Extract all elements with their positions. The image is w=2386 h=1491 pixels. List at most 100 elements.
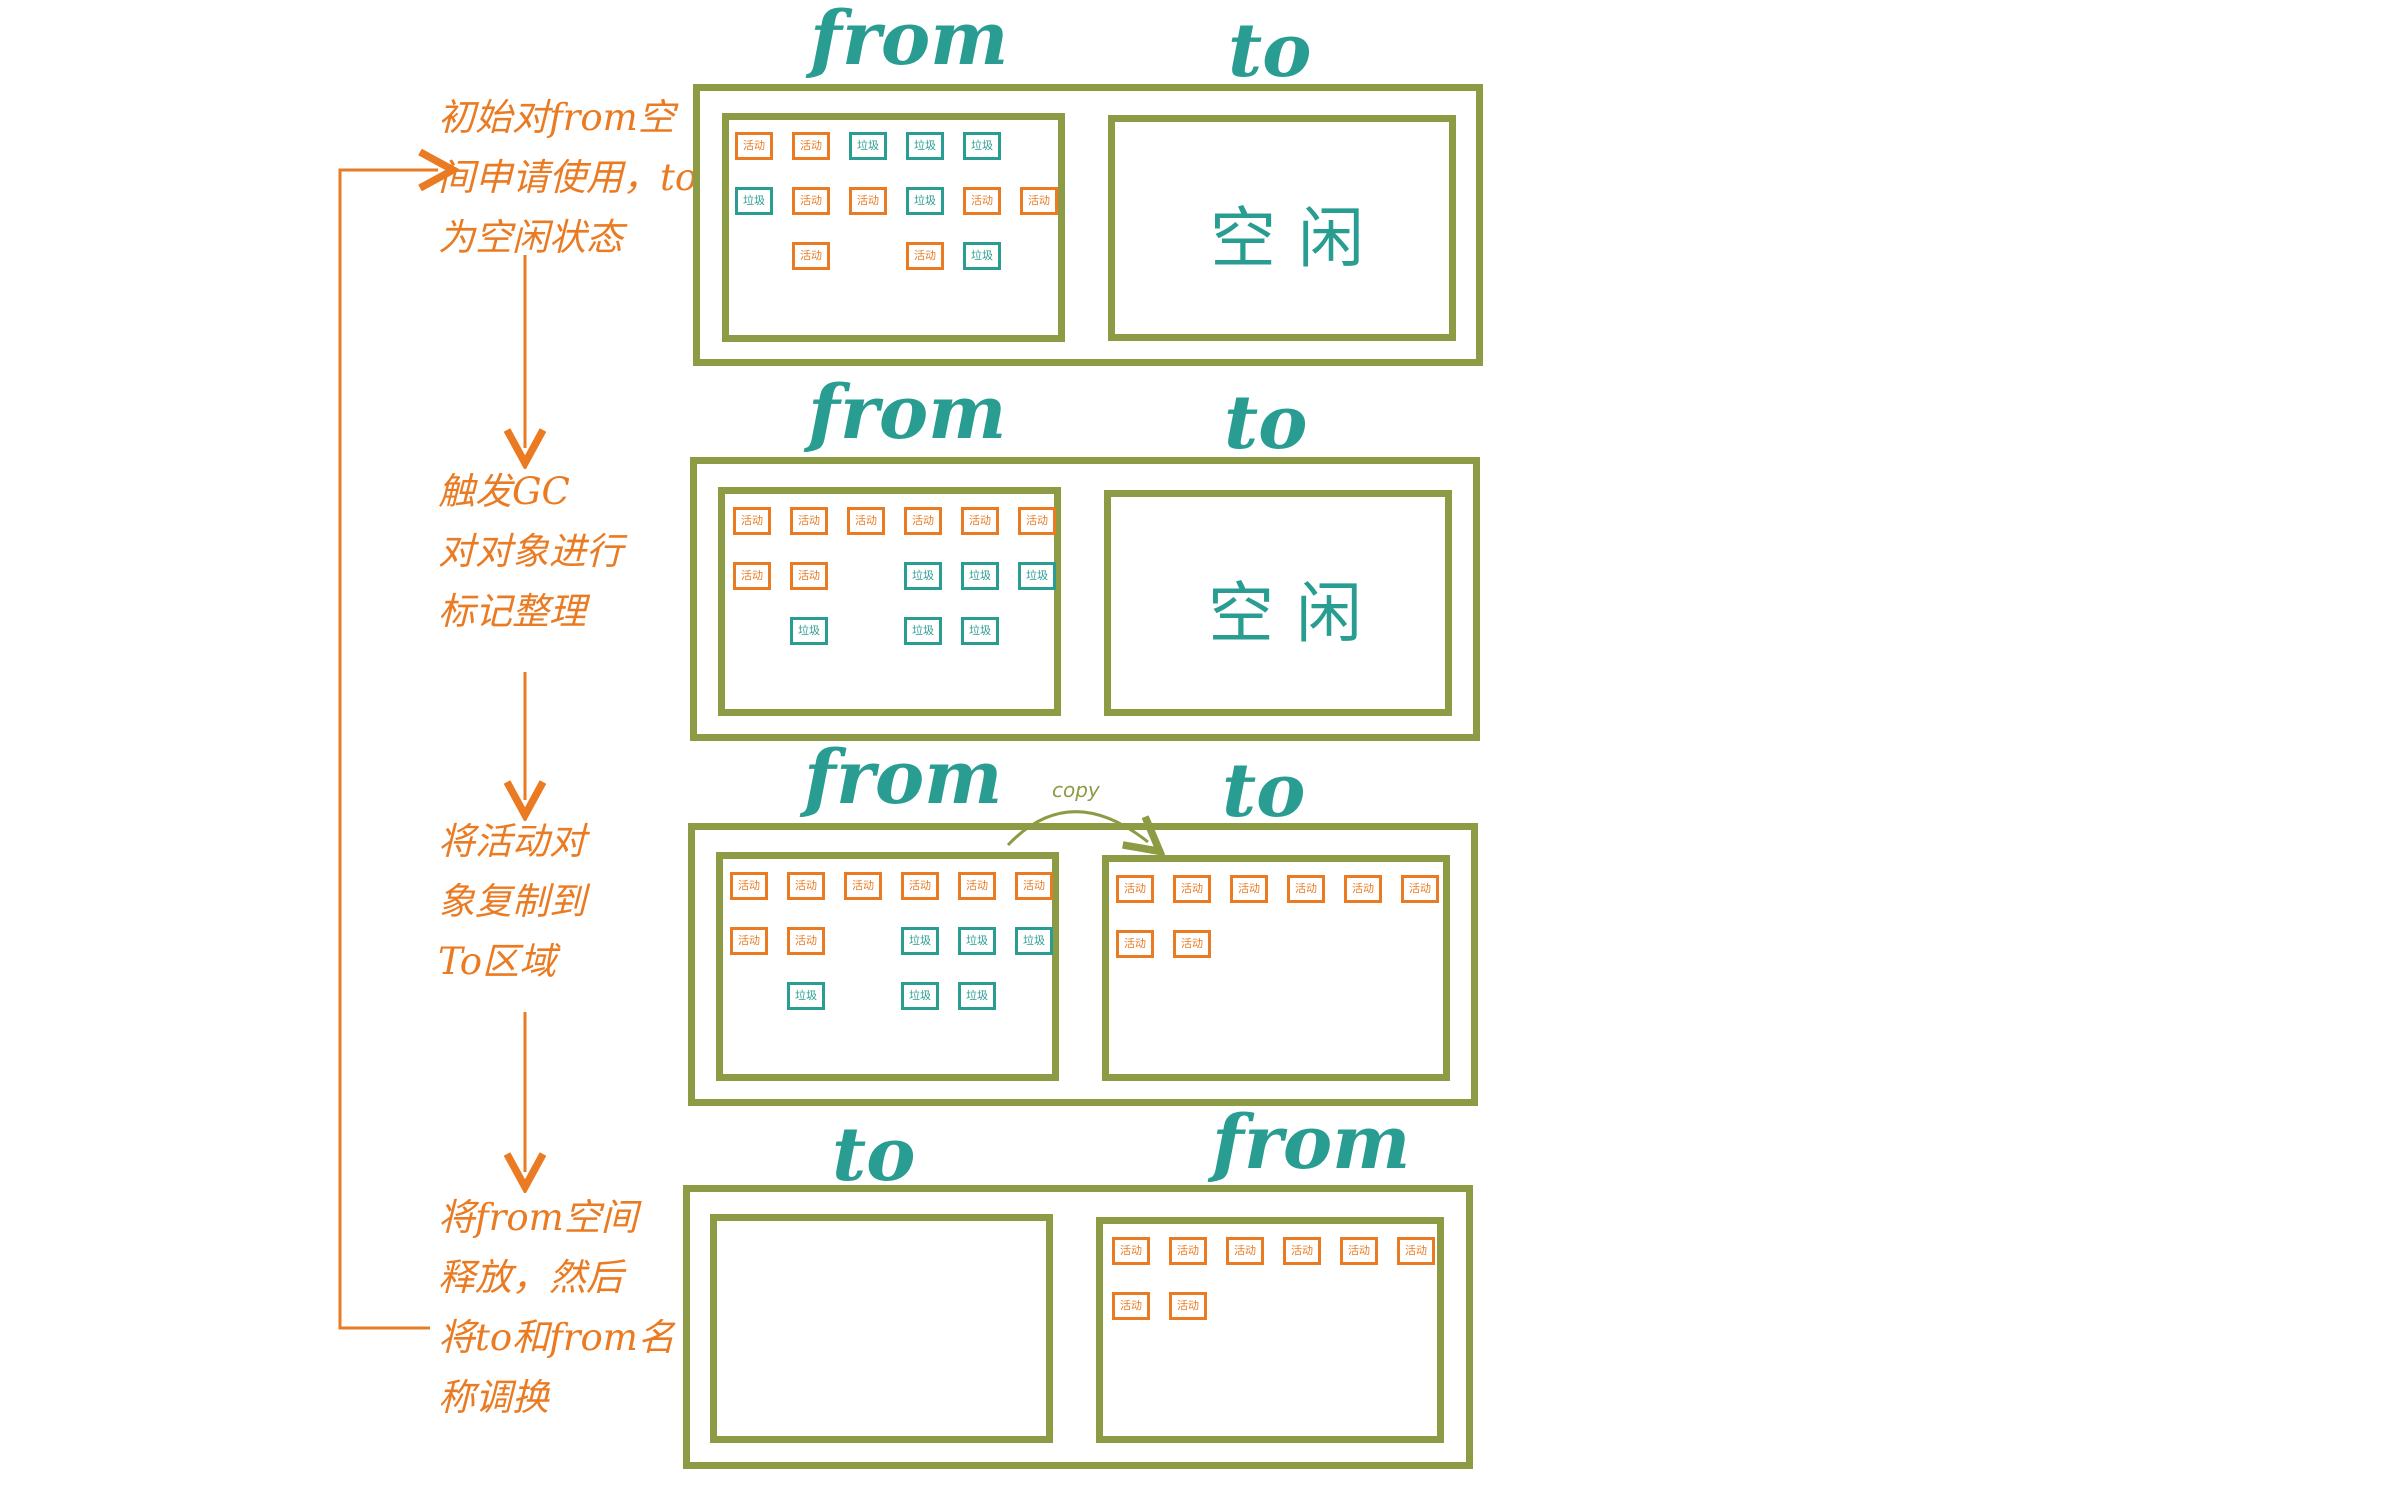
stage-1-left-garbage-object: 垃圾 xyxy=(735,187,773,215)
stage-3-right-live-object: 活动 xyxy=(1116,930,1154,958)
stage-1-left-live-object: 活动 xyxy=(735,132,773,160)
stage-3-left-live-object: 活动 xyxy=(1015,872,1053,900)
stage-1-left-live-object: 活动 xyxy=(849,187,887,215)
stage-1-left-live-object: 活动 xyxy=(963,187,1001,215)
step-2-line-3: 标记整理 xyxy=(438,590,586,633)
stage-3-left-live-object: 活动 xyxy=(730,872,768,900)
stage-3-right-space xyxy=(1102,855,1450,1081)
stage-4-left-label: to xyxy=(832,1112,916,1198)
stage-3-left-live-object: 活动 xyxy=(787,872,825,900)
step-1-line-1: 初始对from空 xyxy=(438,96,675,139)
step-3-line-2: 象复制到 xyxy=(438,880,586,923)
step-4-line-2: 释放，然后 xyxy=(438,1256,623,1299)
stage-4-right-live-object: 活动 xyxy=(1397,1237,1435,1265)
stage-3-right-live-object: 活动 xyxy=(1173,875,1211,903)
step-4-text: 将from空间 释放，然后 将to和from名 称调换 xyxy=(438,1188,675,1428)
step-4-line-4: 称调换 xyxy=(438,1376,549,1419)
stage-2-left-live-object: 活动 xyxy=(790,507,828,535)
stage-2-heap xyxy=(690,457,1480,741)
step-3-text: 将活动对 象复制到 To区域 xyxy=(438,812,658,992)
stage-4-heap xyxy=(683,1185,1473,1469)
stage-4-left-space xyxy=(710,1214,1053,1443)
stage-2-left-garbage-object: 垃圾 xyxy=(904,617,942,645)
stage-1-left-garbage-object: 垃圾 xyxy=(849,132,887,160)
stage-3-left-live-object: 活动 xyxy=(958,872,996,900)
stage-3-right-label: to xyxy=(1222,748,1306,834)
stage-3-left-garbage-object: 垃圾 xyxy=(958,982,996,1010)
stage-3-right-live-object: 活动 xyxy=(1116,875,1154,903)
stage-2-left-live-object: 活动 xyxy=(1018,507,1056,535)
step-2-line-2: 对对象进行 xyxy=(438,530,623,573)
stage-4-right-live-object: 活动 xyxy=(1283,1237,1321,1265)
stage-4-right-space xyxy=(1096,1217,1444,1443)
stage-2-left-live-object: 活动 xyxy=(790,562,828,590)
stage-1-idle-text: 空闲 xyxy=(1210,200,1386,277)
stage-3-heap xyxy=(688,823,1478,1106)
stage-2-left-space xyxy=(718,487,1061,716)
stage-2-left-garbage-object: 垃圾 xyxy=(961,617,999,645)
stage-1-left-live-object: 活动 xyxy=(792,242,830,270)
stage-4-right-label: from xyxy=(1212,1100,1411,1186)
step-3-line-1: 将活动对 xyxy=(438,820,586,863)
stage-2-left-garbage-object: 垃圾 xyxy=(1018,562,1056,590)
stage-3-left-garbage-object: 垃圾 xyxy=(958,927,996,955)
stage-2-left-label: from xyxy=(808,370,1007,456)
stage-3-left-garbage-object: 垃圾 xyxy=(1015,927,1053,955)
stage-2-left-live-object: 活动 xyxy=(733,562,771,590)
stage-4-right-live-object: 活动 xyxy=(1169,1237,1207,1265)
step-4-line-3: 将to和from名 xyxy=(438,1316,675,1359)
stage-1-left-garbage-object: 垃圾 xyxy=(906,132,944,160)
step-2-line-1: 触发GC xyxy=(438,470,570,513)
stage-1-left-garbage-object: 垃圾 xyxy=(963,242,1001,270)
stage-2-right-space xyxy=(1104,490,1452,716)
step-4-line-1: 将from空间 xyxy=(438,1196,638,1239)
copy-label: copy xyxy=(1052,778,1100,802)
stage-2-left-live-object: 活动 xyxy=(961,507,999,535)
stage-3-left-live-object: 活动 xyxy=(844,872,882,900)
stage-4-right-live-object: 活动 xyxy=(1340,1237,1378,1265)
stage-3-left-space xyxy=(716,852,1059,1081)
step-2-text: 触发GC 对对象进行 标记整理 xyxy=(438,462,658,642)
stage-3-left-live-object: 活动 xyxy=(730,927,768,955)
stage-2-left-live-object: 活动 xyxy=(733,507,771,535)
step-1-line-3: 为空闲状态 xyxy=(438,216,623,259)
loop-back-arrow xyxy=(338,170,438,1330)
stage-3-left-label: from xyxy=(804,735,1003,821)
stage-1-left-live-object: 活动 xyxy=(792,187,830,215)
step-3-line-3: To区域 xyxy=(438,940,557,983)
stage-4-right-live-object: 活动 xyxy=(1226,1237,1264,1265)
stage-1-right-space xyxy=(1108,115,1456,341)
stage-2-left-garbage-object: 垃圾 xyxy=(904,562,942,590)
stage-3-left-garbage-object: 垃圾 xyxy=(901,982,939,1010)
stage-1-right-label: to xyxy=(1228,8,1312,94)
stage-1-left-live-object: 活动 xyxy=(792,132,830,160)
stage-1-left-garbage-object: 垃圾 xyxy=(906,187,944,215)
stage-1-left-live-object: 活动 xyxy=(1020,187,1058,215)
stage-3-left-garbage-object: 垃圾 xyxy=(901,927,939,955)
stage-2-left-live-object: 活动 xyxy=(847,507,885,535)
stage-3-right-live-object: 活动 xyxy=(1344,875,1382,903)
stage-3-right-live-object: 活动 xyxy=(1173,930,1211,958)
stage-2-left-live-object: 活动 xyxy=(904,507,942,535)
stage-3-left-garbage-object: 垃圾 xyxy=(787,982,825,1010)
stage-1-left-space xyxy=(722,113,1065,342)
stage-4-right-live-object: 活动 xyxy=(1112,1292,1150,1320)
stage-3-right-live-object: 活动 xyxy=(1287,875,1325,903)
stage-1-left-garbage-object: 垃圾 xyxy=(963,132,1001,160)
step-1-text: 初始对from空 间申请使用，to 为空闲状态 xyxy=(438,88,697,268)
stage-4-right-live-object: 活动 xyxy=(1112,1237,1150,1265)
stage-3-left-live-object: 活动 xyxy=(787,927,825,955)
stage-3-right-live-object: 活动 xyxy=(1230,875,1268,903)
stage-2-idle-text: 空闲 xyxy=(1208,575,1384,652)
stage-1-heap xyxy=(693,84,1483,366)
stage-2-right-label: to xyxy=(1224,380,1308,466)
stage-1-left-label: from xyxy=(810,0,1009,82)
stage-2-left-garbage-object: 垃圾 xyxy=(961,562,999,590)
stage-3-left-live-object: 活动 xyxy=(901,872,939,900)
stage-4-right-live-object: 活动 xyxy=(1169,1292,1207,1320)
stage-1-left-live-object: 活动 xyxy=(906,242,944,270)
stage-3-right-live-object: 活动 xyxy=(1401,875,1439,903)
stage-2-left-garbage-object: 垃圾 xyxy=(790,617,828,645)
